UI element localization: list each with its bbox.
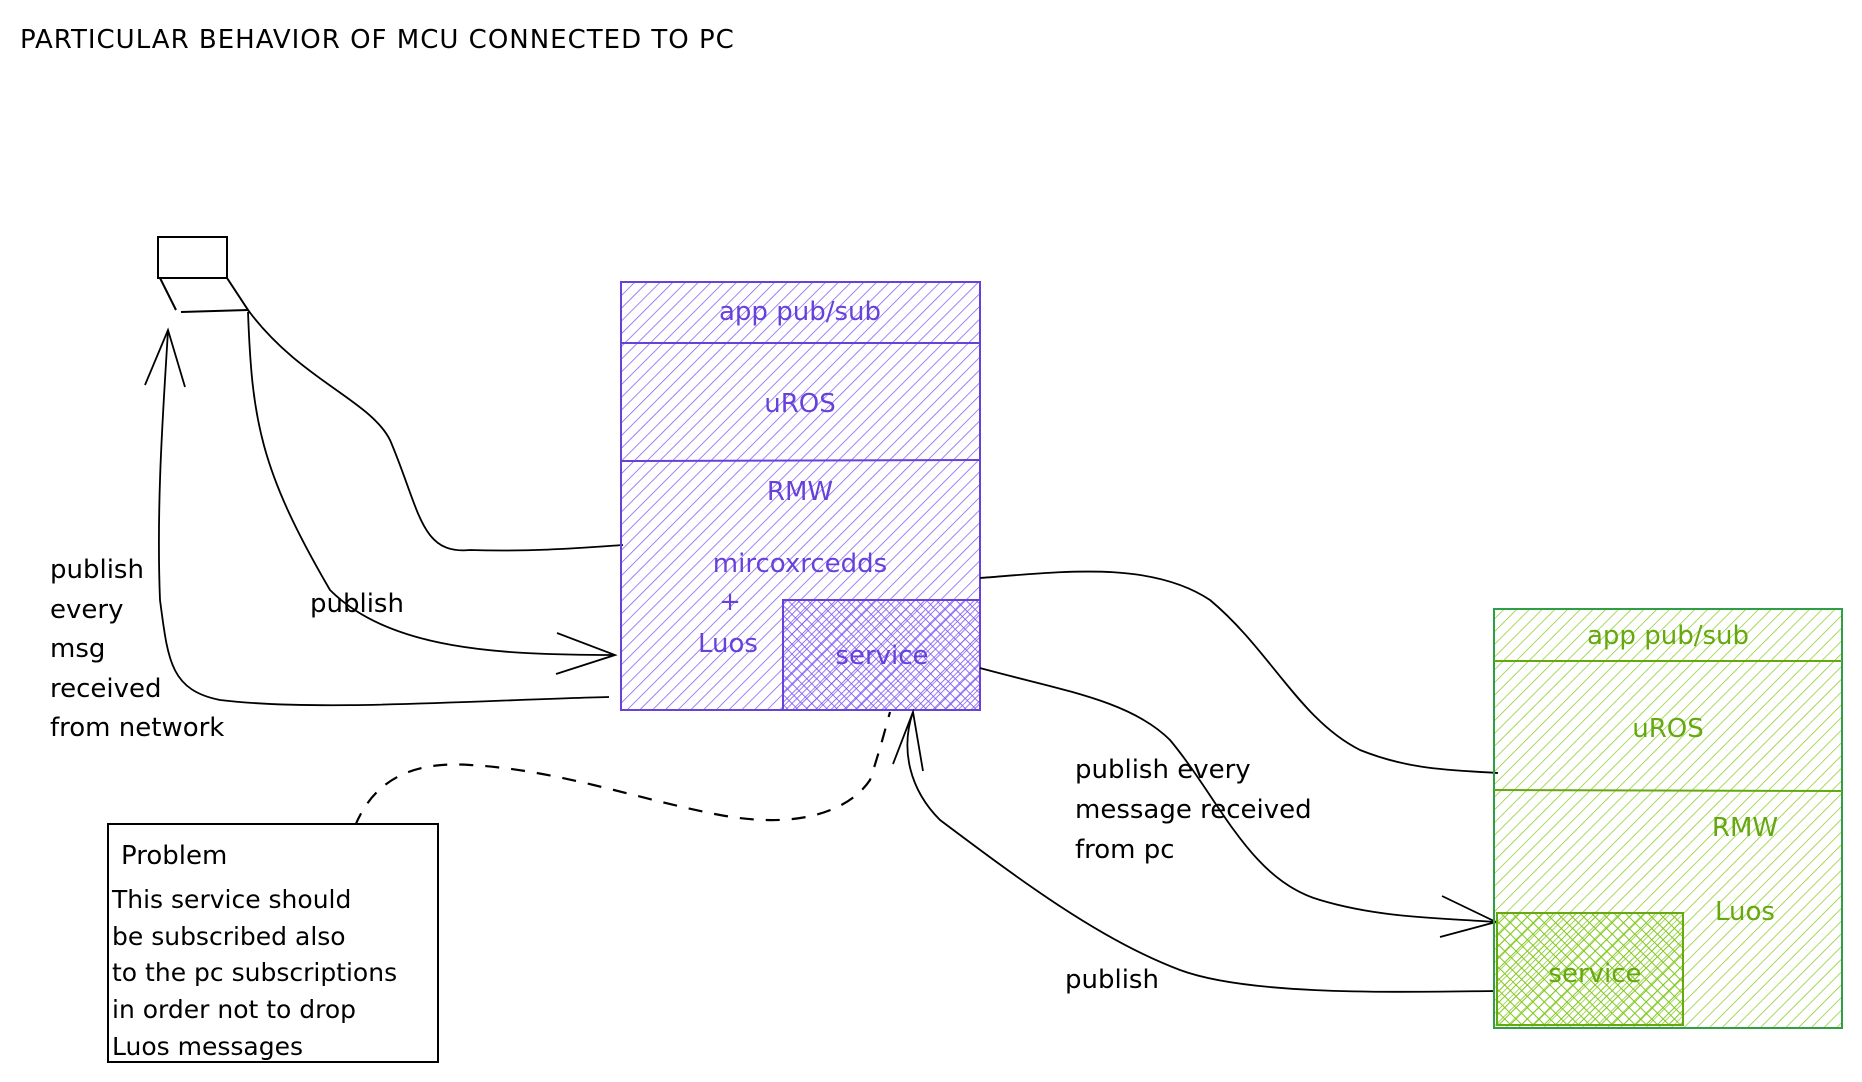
network-node-box	[157, 236, 228, 279]
publish-every-msg-from-pc-arrow	[979, 667, 1497, 923]
problem-title: Problem	[121, 841, 227, 871]
network-node-stand-right	[226, 277, 251, 314]
publish-to-mcu-service-arrow	[906, 711, 1496, 993]
problem-note-box	[107, 823, 439, 1063]
bottom-publish-label: publish	[1065, 965, 1159, 995]
node-to-mcu-line	[247, 309, 624, 552]
left-label-line: publish	[50, 555, 144, 585]
mcu-layer-luos: Luos	[698, 629, 758, 659]
pc-layer-uros: uROS	[1632, 714, 1704, 744]
right-publish-label: publish every message received from pc	[1075, 755, 1312, 865]
mcu-divider-2	[620, 459, 981, 462]
mcu-stack: app pub/sub uROS RMW mircoxrcedds + Luos…	[620, 281, 981, 711]
publish-every-msg-arrow	[158, 329, 610, 707]
right-connectors	[892, 570, 1499, 993]
network-node-icon	[157, 236, 251, 314]
publish-to-mcu-service-arrowhead	[892, 708, 924, 772]
mcu-layer-plus: +	[719, 587, 741, 617]
left-connectors	[144, 309, 624, 707]
publish-every-msg-arrowhead	[144, 327, 186, 388]
left-label-line: received	[50, 674, 162, 704]
right-label-line: from pc	[1075, 835, 1175, 865]
left-publish-label: publish every msg received from network	[50, 555, 224, 743]
left-label-line: msg	[50, 634, 105, 664]
mid-publish-label: publish	[310, 589, 404, 619]
publish-every-msg-from-pc-arrowhead	[1439, 895, 1499, 938]
pc-layer-rmw: RMW	[1712, 813, 1778, 843]
problem-line: be subscribed also	[112, 922, 346, 951]
mcu-layer-xrcedds: mircoxrcedds	[713, 549, 887, 579]
network-node-stand-left	[159, 277, 177, 311]
right-label-line: publish every	[1075, 755, 1251, 785]
mcu-layer-uros: uROS	[764, 389, 836, 419]
right-label-line: message received	[1075, 795, 1312, 825]
problem-pointer-dashed	[353, 711, 892, 827]
pc-stack: app pub/sub uROS RMW Luos service	[1493, 608, 1843, 1029]
pc-layer-luos: Luos	[1715, 897, 1775, 927]
mcu-layer-app: app pub/sub	[719, 297, 881, 327]
mcu-service-box[interactable]	[782, 599, 981, 711]
mcu-service-label: service	[835, 641, 928, 671]
pc-service-box[interactable]	[1496, 912, 1684, 1026]
left-label-line: every	[50, 595, 123, 625]
pc-divider-2	[1493, 789, 1843, 792]
problem-line: Luos messages	[112, 1032, 303, 1061]
problem-line: This service should	[111, 885, 351, 914]
network-node-base	[180, 309, 249, 313]
mcu-to-pc-line	[979, 570, 1499, 774]
mcu-layer-rmw: RMW	[767, 477, 833, 507]
pc-layer-app: app pub/sub	[1587, 621, 1749, 651]
publish-to-mcu-arrowhead	[555, 632, 618, 675]
pc-service-label: service	[1548, 959, 1641, 989]
problem-line: in order not to drop	[112, 995, 356, 1024]
problem-note: Problem This service should be subscribe…	[107, 823, 439, 1063]
page-title: PARTICULAR BEHAVIOR OF MCU CONNECTED TO …	[20, 25, 735, 55]
publish-to-mcu-arrow	[247, 311, 616, 656]
left-label-line: from network	[50, 713, 224, 743]
problem-line: to the pc subscriptions	[112, 958, 397, 987]
